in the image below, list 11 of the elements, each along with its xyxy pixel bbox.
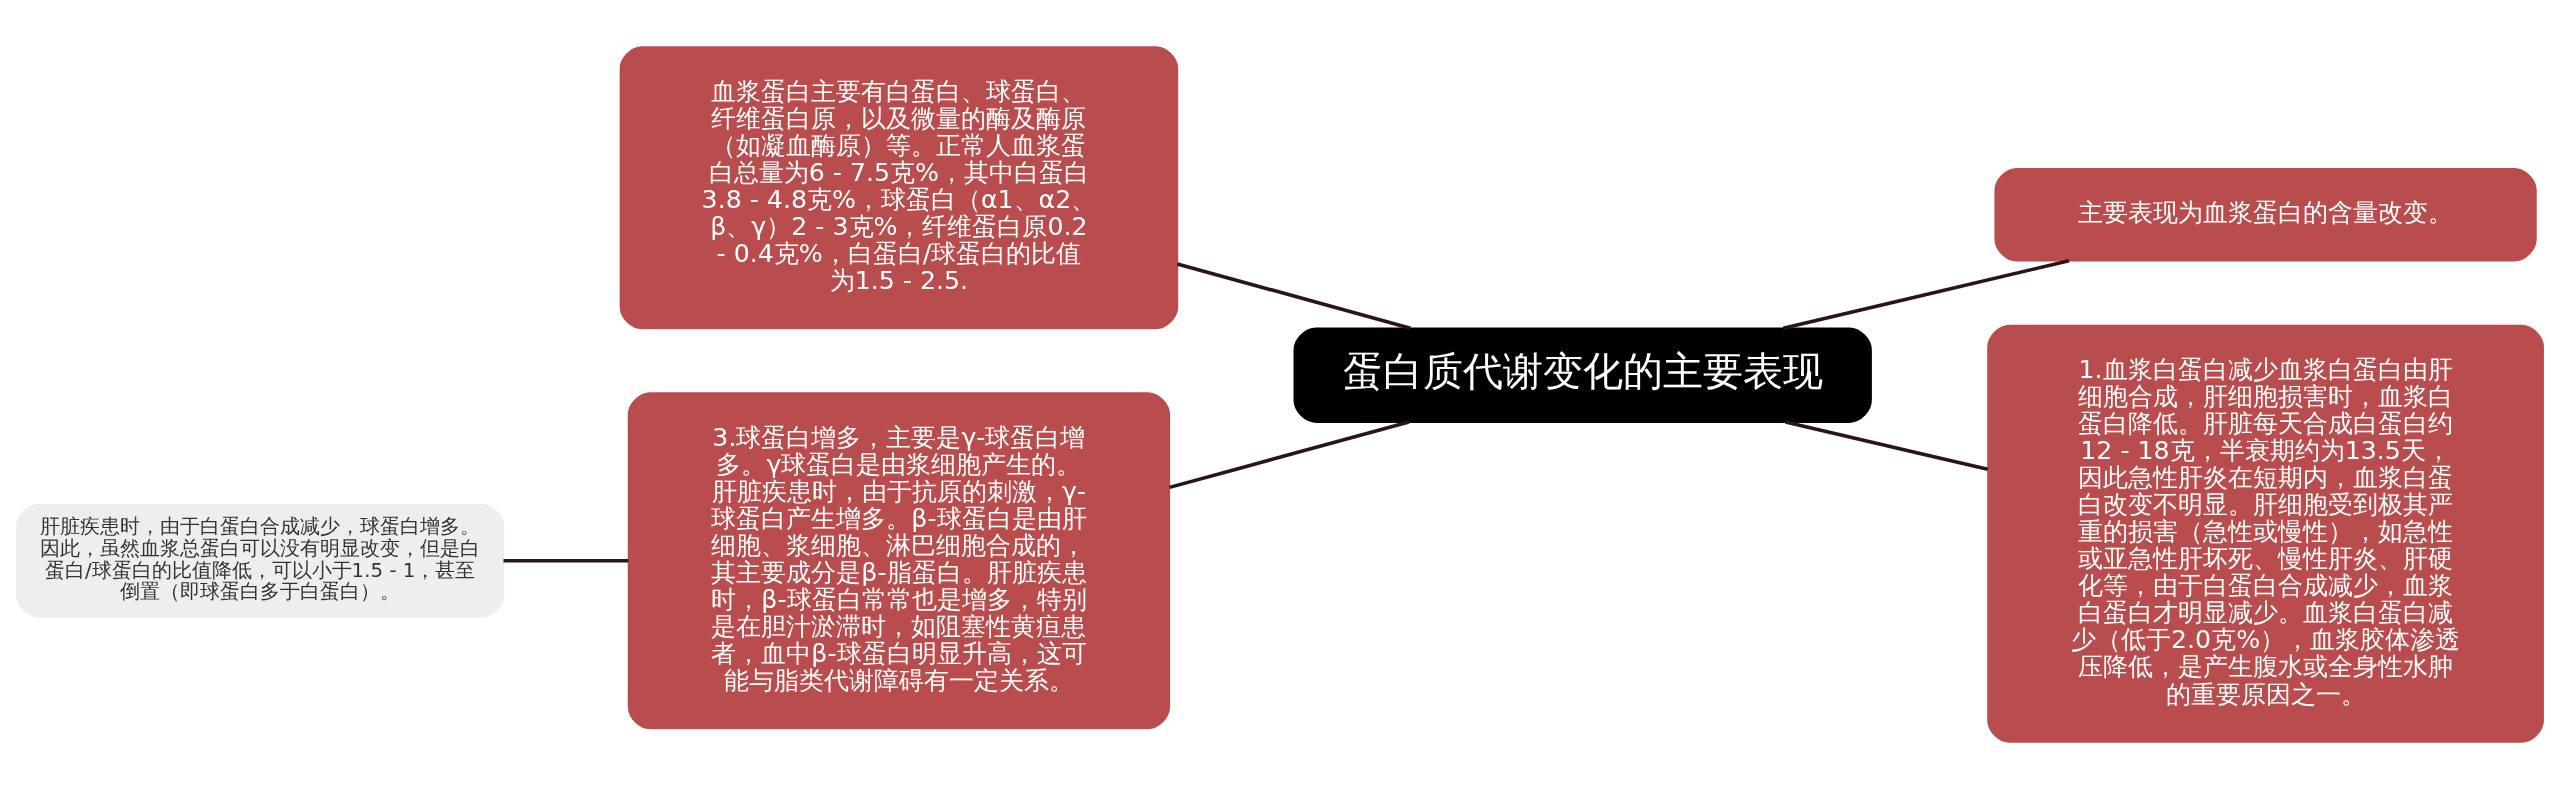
node-box: 3.球蛋白增多，主要是γ-球蛋白增多。γ球蛋白是由浆细胞产生的。肝脏疾患时，由于抗原的刺激，γ-球蛋白产生增多。β-球蛋白是由肝细胞、浆细胞、淋巴细胞合成的，其主要成分是β-脂蛋白。肝脏疾患时，β-球蛋白常常也是增多，特别是在胆汁淤滞时，如阻塞性黄疸患者，血中β-球蛋白明显升高，这可能与脂类代谢障碍有一定关系。 [627, 391, 1171, 729]
node-box: 肝脏疾患时，由于白蛋白合成减少，球蛋白增多。因此，虽然血浆总蛋白可以没有明显改变，但是白蛋白/球蛋白的比值降低，可以小于1.5 - 1，甚至倒置（即球蛋白多于白蛋白）。 [16, 503, 505, 617]
node-box: 主要表现为血浆蛋白的含量改变。 [1994, 167, 2537, 262]
connector [1176, 261, 1411, 330]
connector [1785, 419, 1989, 471]
connector [503, 558, 629, 562]
node-box: 蛋白质代谢变化的主要表现 [1293, 326, 1872, 423]
node-box: 血浆蛋白主要有白蛋白、球蛋白、纤维蛋白原，以及微量的酶及酶原（如凝血酶原）等。正常人血浆蛋白总量为6 - 7.5克%，其中白蛋白3.8 - 4.8克%，球蛋白（α1、α2、β、γ）2 - 3克%，纤维蛋白原0.2 - 0.4克%，白蛋白/球蛋白的比值为1.5 - 2.5. [619, 45, 1179, 329]
connector [1169, 419, 1410, 489]
node-box: 1.血浆白蛋白减少血浆白蛋白由肝细胞合成，肝细胞损害时，血浆白蛋白降低。肝脏每天合成白蛋白约12 - 18克，半衰期约为13.5天，因此急性肝炎在短期内，血浆白蛋白改变不明显。肝细胞受到极其严重的损害（急性或慢性），如急性或亚急性肝坏死、慢性肝炎、肝硬化等，由于白蛋白合成减少，血浆白蛋白才明显减少。血浆白蛋白减少（低于2.0克%），血浆胶体渗透压降低，是产生腹水或全身性水肿的重要原因之一。 [1987, 324, 2544, 743]
connector [1782, 258, 2070, 330]
